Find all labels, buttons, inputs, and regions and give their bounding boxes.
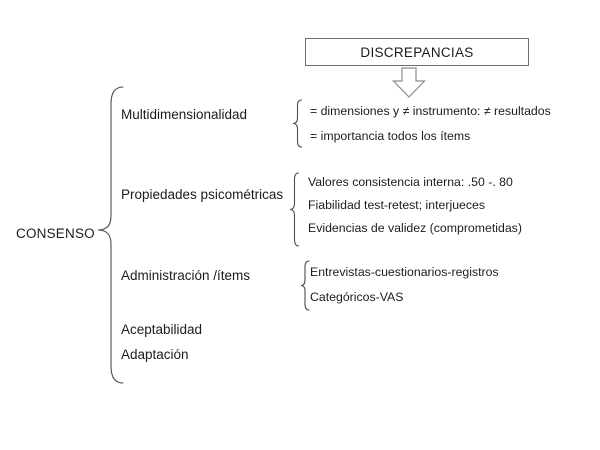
down-arrow-icon — [392, 67, 426, 98]
branch-label-aceptabilidad: Aceptabilidad — [121, 322, 203, 337]
sub-item: Entrevistas-cuestionarios-registros — [310, 265, 499, 279]
discrepancias-label: DISCREPANCIAS — [360, 44, 474, 60]
sub-item: Valores consistencia interna: .50 -. 80 — [308, 175, 513, 189]
branch-label-propiedades-psicometricas: Propiedades psicométricas — [121, 187, 284, 202]
sub-item: = dimensiones y ≠ instrumento: ≠ resulta… — [310, 104, 551, 118]
sub-brace-propiedades — [289, 172, 300, 247]
sub-item: Fiabilidad test-retest; interjueces — [308, 198, 486, 212]
sub-brace-multidimensionalidad — [292, 99, 303, 148]
sub-item: Categóricos-VAS — [310, 290, 404, 304]
discrepancias-box: DISCREPANCIAS — [305, 38, 529, 66]
sub-item: Evidencias de validez (comprometidas) — [308, 221, 522, 235]
sub-brace-administracion — [300, 260, 310, 311]
branch-label-multidimensionalidad: Multidimensionalidad — [121, 107, 248, 122]
sub-item: = importancia todos los ítems — [310, 129, 471, 143]
branch-label-administracion-items: Administración /ítems — [121, 268, 251, 283]
consenso-brace — [97, 86, 124, 384]
branch-label-adaptacion: Adaptación — [121, 347, 189, 362]
root-label: CONSENSO — [16, 226, 95, 241]
